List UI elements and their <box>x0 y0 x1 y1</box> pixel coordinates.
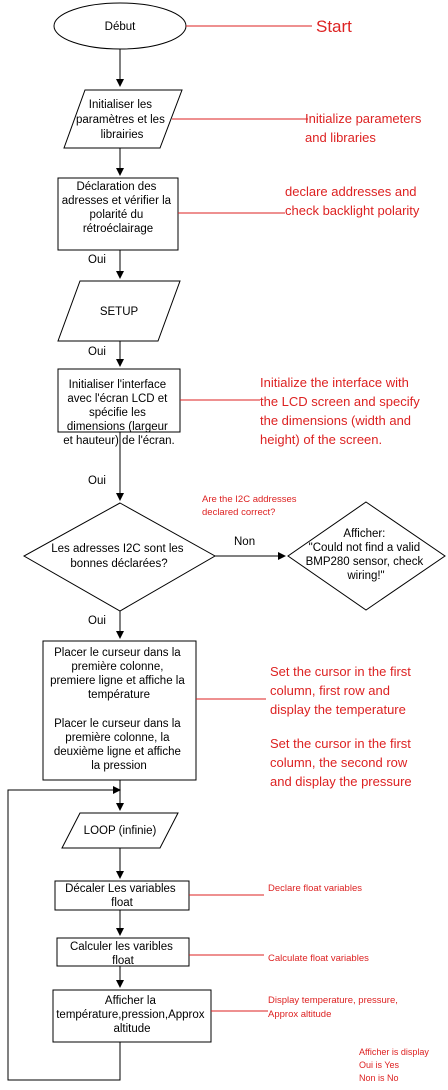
node-start-text: Début <box>105 21 136 33</box>
node-calc: Calculer les varibles float <box>56 937 190 967</box>
edge-label-oui-2: Oui <box>88 346 106 358</box>
annotation-init: Initialize parameters and libraries <box>305 111 425 145</box>
node-loop-text: LOOP (infinie) <box>84 825 157 837</box>
node-display: Afficher la température,pression,Approx … <box>52 989 212 1043</box>
node-calc-text: Calculer les varibles float <box>70 941 176 967</box>
node-cursor1-text: Placer le curseur dans la première colon… <box>50 647 188 701</box>
node-shift: Décaler Les variables float <box>54 880 190 911</box>
node-start: Début <box>53 2 187 50</box>
node-loop: LOOP (infinie) <box>61 812 179 849</box>
annotation-decision: Are the I2C addresses declared correct? <box>202 494 299 518</box>
node-lcd-text: Initialiser l'interface avec l'écran LCD… <box>63 379 175 447</box>
annotation-declare: declare addresses and check backlight po… <box>285 184 420 218</box>
edge-label-oui-1: Oui <box>88 254 106 266</box>
edge-label-oui-4: Oui <box>88 615 106 627</box>
annotation-display: Display temperature, pressure, Approx al… <box>268 995 401 1020</box>
node-init-text: Initialiser les paramètres et les librai… <box>76 99 168 141</box>
node-decision: Les adresses I2C sont les bonnes déclaré… <box>22 502 217 612</box>
edge-labels: Oui Oui Oui Oui Non <box>88 254 255 627</box>
legend: Afficher is display Oui is Yes Non is No <box>359 1047 431 1083</box>
node-init: Initialiser les paramètres et les librai… <box>63 89 183 149</box>
edge-label-oui-3: Oui <box>88 475 106 487</box>
node-cursor2-text: Placer le curseur dans la première colon… <box>54 718 184 772</box>
node-decision-text: Les adresses I2C sont les bonnes déclaré… <box>51 543 187 570</box>
node-setup-text: SETUP <box>100 306 139 318</box>
annotation-cursor2: Set the cursor in the first column, the … <box>270 736 415 789</box>
annotation-cursor1: Set the cursor in the first column, firs… <box>270 664 415 717</box>
edge-loop-back <box>7 786 121 1081</box>
node-shift-text: Décaler Les variables float <box>65 883 179 909</box>
node-cursor: Placer le curseur dans la première colon… <box>42 640 197 781</box>
edges <box>7 49 286 1081</box>
node-setup: SETUP <box>57 280 181 342</box>
node-error-text: Afficher: "Could not find a valid BMP280… <box>306 528 427 582</box>
node-error: Afficher: "Could not find a valid BMP280… <box>287 501 446 611</box>
annotation-lcd: Initialize the interface with the LCD sc… <box>260 375 423 447</box>
annotation-calc: Calculate float variables <box>268 953 369 964</box>
annotation-start: Start <box>316 17 352 36</box>
node-lcd: Initialiser l'interface avec l'écran LCD… <box>57 368 181 447</box>
annotations: Start Initialize parameters and librarie… <box>172 17 431 1083</box>
annotation-shift: Declare float variables <box>268 883 362 894</box>
node-declare: Déclaration des adresses et vérifier la … <box>57 177 179 251</box>
node-display-text: Afficher la température,pression,Approx … <box>56 995 208 1035</box>
node-declare-text: Déclaration des adresses et vérifier la … <box>62 181 175 235</box>
edge-label-non: Non <box>234 536 255 548</box>
